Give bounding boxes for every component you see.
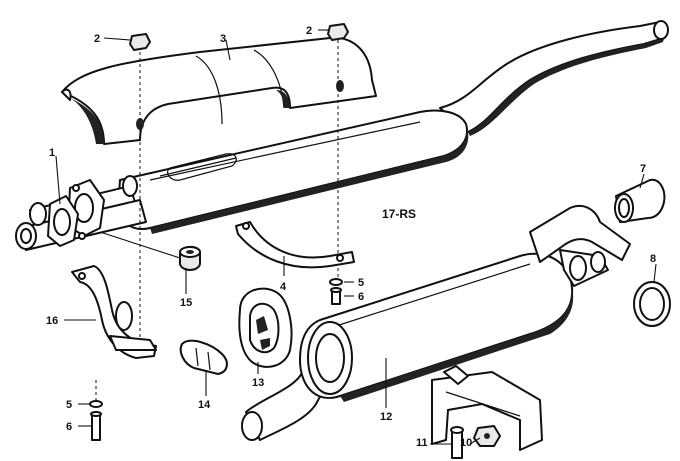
rear-silencer bbox=[241, 204, 631, 441]
heat-shield bbox=[61, 36, 377, 145]
rubber-mount bbox=[238, 287, 293, 368]
sealing-ring bbox=[633, 281, 671, 327]
callout-4: 4 bbox=[280, 281, 287, 293]
washer-lower bbox=[89, 400, 103, 408]
washer-upper bbox=[329, 278, 343, 286]
callout-3: 3 bbox=[220, 33, 226, 45]
callout-15: 15 bbox=[180, 297, 192, 309]
callout-5-lower: 5 bbox=[66, 399, 72, 411]
leader-lines bbox=[55, 29, 657, 445]
nut-10 bbox=[473, 425, 501, 447]
callout-7: 7 bbox=[640, 163, 646, 175]
strap-bracket bbox=[235, 221, 355, 269]
clamp-bracket bbox=[71, 265, 157, 359]
callout-5-upper: 5 bbox=[358, 277, 364, 289]
callout-16: 16 bbox=[46, 315, 58, 327]
nut-left bbox=[129, 33, 151, 51]
callout-11: 11 bbox=[416, 437, 428, 449]
callout-labels: 1 2 2 3 4 5 6 5 6 7 8 10 11 12 13 14 15 … bbox=[46, 25, 656, 449]
bolt-lower bbox=[90, 411, 102, 441]
front-exhaust-pipe-assembly bbox=[15, 20, 669, 251]
pipe-sleeve bbox=[614, 178, 666, 223]
diagram-code: 17-RS bbox=[382, 207, 416, 221]
callout-6-lower: 6 bbox=[66, 421, 72, 433]
callout-2-left: 2 bbox=[94, 33, 100, 45]
callout-6-upper: 6 bbox=[358, 291, 364, 303]
callout-8: 8 bbox=[650, 253, 656, 265]
bolt-11 bbox=[450, 426, 464, 459]
callout-12: 12 bbox=[380, 411, 392, 423]
bolt-upper bbox=[330, 287, 342, 305]
callout-14: 14 bbox=[198, 399, 211, 411]
nut-right bbox=[327, 23, 349, 41]
callout-10: 10 bbox=[460, 437, 472, 449]
callout-2-right: 2 bbox=[306, 25, 312, 37]
callout-13: 13 bbox=[252, 377, 264, 389]
lock-nut bbox=[179, 246, 201, 271]
callout-1: 1 bbox=[49, 147, 55, 159]
rubber-ring bbox=[179, 339, 228, 375]
mounting-bracket bbox=[431, 365, 543, 451]
